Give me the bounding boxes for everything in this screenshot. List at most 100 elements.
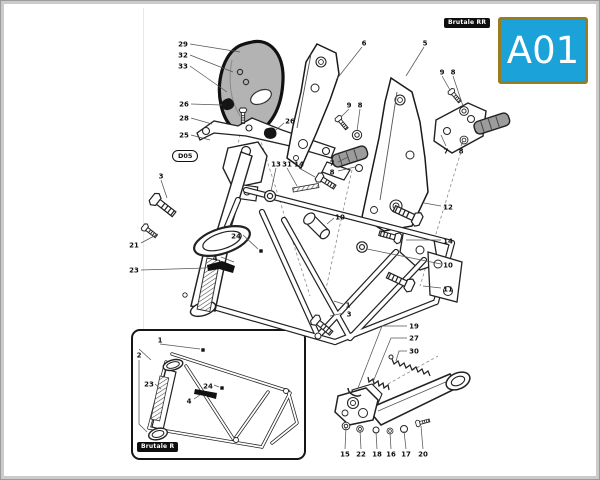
steering-head-tube <box>182 225 251 318</box>
side-stand-assembly <box>334 354 471 435</box>
callout-number-18: 18 <box>372 451 382 459</box>
callout-leader-13 <box>270 167 277 192</box>
callout-number-8: 8 <box>358 102 363 110</box>
callout-number-33: 33 <box>178 63 188 71</box>
callout-leader-11 <box>422 285 442 289</box>
callout-leader-29 <box>189 43 241 53</box>
callout-leader-32 <box>189 54 234 73</box>
callout-leader-15 <box>344 426 347 450</box>
callout-leader-8 <box>337 166 356 172</box>
page-fold-line <box>143 8 144 330</box>
callout-leader-18 <box>375 431 378 450</box>
callout-number-22: 22 <box>356 451 366 459</box>
callout-leader-8 <box>452 75 464 107</box>
callout-leader-30 <box>395 350 407 362</box>
callout-number-5: 5 <box>423 40 428 48</box>
inset-frame-drawing <box>147 352 299 449</box>
callout-number-26: 26 <box>285 118 295 126</box>
callout-dot-24 <box>259 249 263 253</box>
callout-leader-27 <box>372 337 407 383</box>
callout-leader-26 <box>190 103 223 106</box>
callout-number-20: 20 <box>418 451 428 459</box>
callout-number-8: 8 <box>459 148 464 156</box>
callout-number-25: 25 <box>179 132 189 140</box>
callout-leader-9 <box>441 75 451 91</box>
callout-number-32: 32 <box>178 52 188 60</box>
inset-callout-number-24: 24 <box>203 383 213 391</box>
callout-number-7: 7 <box>330 160 335 168</box>
callout-number-14: 14 <box>294 161 304 169</box>
inset-callout-leader-2 <box>138 348 152 361</box>
callout-number-8: 8 <box>330 169 335 177</box>
callout-leader-21 <box>140 233 159 244</box>
callout-leader-33 <box>189 65 228 93</box>
callout-leader-16 <box>389 432 392 450</box>
callout-number-16: 16 <box>386 451 396 459</box>
callout-leader-9 <box>340 108 350 118</box>
callout-number-17: 17 <box>401 451 411 459</box>
inset-callout-number-1: 1 <box>158 337 163 345</box>
callout-leader-20 <box>420 425 424 450</box>
callout-number-14: 14 <box>443 238 453 246</box>
callout-number-7: 7 <box>444 148 449 156</box>
callout-leader-3 <box>160 179 168 199</box>
inset-callout-dot-1 <box>201 348 205 352</box>
inset-callout-leader-1 <box>159 343 201 350</box>
inset-callout-leader-2 <box>138 360 148 433</box>
callout-leader-10 <box>366 248 442 265</box>
callout-leader-14 <box>298 167 316 178</box>
callout-leader-26 <box>275 122 285 131</box>
inset-callout-number-2: 2 <box>137 352 142 360</box>
callout-leader-31 <box>286 167 298 187</box>
callout-number-3: 3 <box>159 173 164 181</box>
footrest-plate-left <box>286 43 340 170</box>
callout-number-26: 26 <box>179 101 189 109</box>
callout-number-12: 12 <box>443 204 453 212</box>
callout-leader-4 <box>220 256 235 263</box>
callout-number-15: 15 <box>340 451 350 459</box>
page-code-box: A01 <box>498 17 588 84</box>
callout-leader-6 <box>335 46 363 81</box>
inset-callout-dot-24 <box>220 386 224 390</box>
callout-number-29: 29 <box>178 41 188 49</box>
callout-leader-22 <box>359 429 362 450</box>
callout-number-9: 9 <box>347 102 352 110</box>
fasteners <box>139 171 425 339</box>
callout-number-6: 6 <box>362 40 367 48</box>
callout-leader-8 <box>356 108 361 132</box>
callout-number-13: 13 <box>271 161 281 169</box>
footpeg-right <box>433 87 511 154</box>
callout-number-24: 24 <box>231 233 241 241</box>
callout-leader-25 <box>190 134 211 141</box>
callout-number-30: 30 <box>409 348 419 356</box>
callout-leader-17 <box>403 430 407 450</box>
callout-number-8: 8 <box>451 69 456 77</box>
callout-leader-10 <box>326 217 335 225</box>
callout-number-3: 3 <box>347 311 352 319</box>
callout-leader-19 <box>357 325 407 389</box>
callout-number-10: 10 <box>335 214 345 222</box>
callout-leader-5 <box>405 46 425 77</box>
callout-number-1: 1 <box>346 302 351 310</box>
callout-number-21: 21 <box>129 242 139 250</box>
callout-number-28: 28 <box>179 115 189 123</box>
inset-callout-leader-24 <box>213 384 220 388</box>
callout-number-23: 23 <box>129 267 139 275</box>
callout-number-31: 31 <box>282 161 292 169</box>
callout-leader-8 <box>460 140 464 147</box>
callout-leader-28 <box>190 117 213 125</box>
callout-leader-7 <box>337 156 349 163</box>
inset-callout-number-23: 23 <box>144 381 154 389</box>
footpeg-middle <box>321 114 369 181</box>
callout-number-4: 4 <box>213 255 218 263</box>
callout-number-9: 9 <box>440 69 445 77</box>
callout-leader-1 <box>333 300 344 305</box>
callout-leader-7 <box>440 134 447 147</box>
cross-ref-badge-d05[interactable]: D05 <box>172 150 199 162</box>
callout-leader-12 <box>423 202 442 207</box>
callout-number-19: 19 <box>409 323 419 331</box>
inset-callout-leader-4 <box>193 394 201 400</box>
